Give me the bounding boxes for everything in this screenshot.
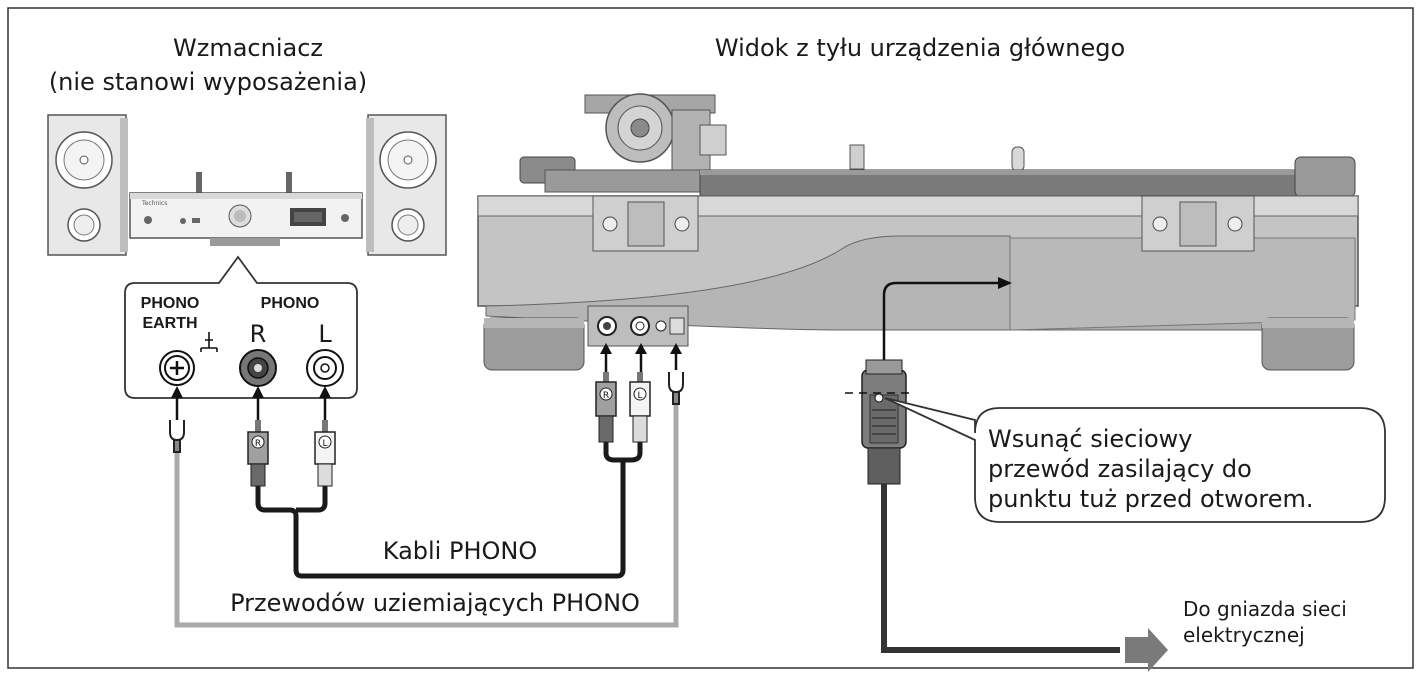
left-speaker-illustration <box>47 114 128 256</box>
power-plug <box>845 359 910 485</box>
amp-rca-plug-l: L <box>314 420 336 487</box>
phono-r-jack <box>239 349 277 387</box>
ground-wire-label: Przewodów uziemiających PHONO <box>230 589 640 617</box>
amp-ground-spade-lug <box>169 420 185 453</box>
outlet-label-line1: Do gniazda sieci <box>1183 597 1347 621</box>
turntable-rca-plug-l: L <box>629 372 651 443</box>
outlet-label-line2: elektrycznej <box>1183 623 1305 647</box>
power-cord <box>881 484 1120 653</box>
phono-earth-label-line2: EARTH <box>142 315 197 332</box>
insertion-callout: Wsunąć sieciowy przewód zasilający do pu… <box>884 397 1386 523</box>
amplifier-subtitle: (nie stanowi wyposażenia) <box>49 68 367 96</box>
svg-text:Technics: Technics <box>141 200 167 207</box>
amplifier-jack-arrows <box>171 386 331 420</box>
plug-r-marker-tt: R <box>603 391 609 401</box>
phono-cable-branch-tt <box>603 440 643 463</box>
plug-l-marker-tt: L <box>637 391 642 401</box>
turntable-rca-plug-r: R <box>595 372 617 443</box>
turntable-rear-illustration <box>477 93 1359 371</box>
callout-text-line1: Wsunąć sieciowy <box>988 425 1193 453</box>
amplifier-title: Wzmacniacz <box>173 34 323 62</box>
power-cord-insertion-arrow <box>882 277 1012 360</box>
right-speaker-illustration <box>366 114 447 256</box>
phono-cable <box>255 460 626 579</box>
amp-rca-plug-r: R <box>247 420 269 487</box>
phono-earth-terminal <box>159 350 195 386</box>
channel-l-label: L <box>318 320 332 348</box>
channel-r-label: R <box>250 320 267 348</box>
rear-view-title: Widok z tyłu urządzenia głównego <box>715 34 1125 62</box>
turntable-ground-spade-lug <box>668 372 684 405</box>
amplifier-rear-panel-callout: PHONO EARTH PHONO R L <box>124 255 358 399</box>
outlet-arrow <box>1125 628 1168 672</box>
turntable-jack-arrows <box>600 343 682 372</box>
earth-ground-symbol <box>200 332 218 352</box>
phono-label: PHONO <box>261 295 320 312</box>
ground-wire <box>174 400 679 628</box>
callout-text-line2: przewód zasilający do <box>988 455 1252 483</box>
phono-cable-branch-l <box>296 485 328 513</box>
plug-r-marker: R <box>255 439 261 449</box>
phono-l-jack <box>306 349 344 387</box>
amplifier-illustration: Technics <box>129 172 363 246</box>
plug-l-marker: L <box>322 439 327 449</box>
callout-text-line3: punktu tuż przed otworem. <box>988 485 1314 513</box>
phono-earth-label-line1: PHONO <box>141 295 200 312</box>
phono-cable-label: Kabli PHONO <box>383 537 537 565</box>
diagram-border <box>7 7 1414 669</box>
